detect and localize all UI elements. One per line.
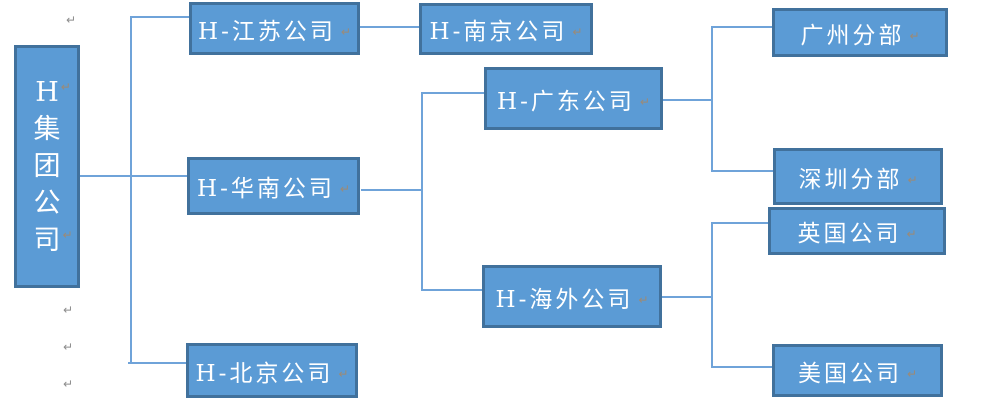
connector-jiangsu-to-nanjing xyxy=(360,26,419,28)
node-label: H-江苏公司 xyxy=(198,18,336,45)
node-label: H-南京公司 xyxy=(429,19,568,45)
connector-group-to-huanan xyxy=(80,175,187,177)
connector-bracket-to-shenzhen xyxy=(711,170,773,172)
node-uk-company[interactable]: 英国公司 ↵ xyxy=(768,207,946,255)
paragraph-mark-icon: ↵ xyxy=(66,13,77,27)
paragraph-mark-icon: ↵ xyxy=(638,292,649,307)
paragraph-mark-icon: ↵ xyxy=(907,172,918,187)
paragraph-mark-icon: ↵ xyxy=(906,366,918,381)
node-h-guangdong-company[interactable]: H-广东公司 ↵ xyxy=(484,67,663,130)
connector-haiwai-to-bracket xyxy=(662,296,712,298)
node-shenzhen-branch[interactable]: 深圳分部 ↵ xyxy=(773,148,943,205)
group-char-text: H xyxy=(35,77,59,108)
group-char: 公 xyxy=(34,185,61,222)
node-guangzhou-branch[interactable]: 广州分部 ↵ xyxy=(772,8,948,57)
paragraph-mark-icon: ↵ xyxy=(63,303,74,317)
connector-bracket-to-guangzhou xyxy=(711,26,772,28)
node-h-huanan-company[interactable]: H-华南公司 ↵ xyxy=(187,157,360,215)
bracket-haiwai-vertical xyxy=(711,222,713,368)
paragraph-mark-icon: ↵ xyxy=(63,377,74,391)
paragraph-mark-icon: ↵ xyxy=(338,366,349,381)
paragraph-mark-icon: ↵ xyxy=(62,228,73,242)
group-char-text: 公 xyxy=(33,188,61,219)
connector-trunk-to-jiangsu xyxy=(130,16,190,18)
group-char: H↵ xyxy=(35,74,71,111)
group-char-text: 集 xyxy=(33,114,61,145)
connector-bracket-to-guangdong xyxy=(421,92,484,94)
node-label: H-广东公司 xyxy=(497,88,635,115)
connector-bracket-to-haiwai xyxy=(421,289,482,291)
group-char-text: 团 xyxy=(33,151,61,182)
group-char: 司↵ xyxy=(33,222,73,259)
paragraph-mark-icon: ↵ xyxy=(60,80,71,94)
node-label: H-北京公司 xyxy=(195,360,334,387)
connector-guangdong-to-bracket xyxy=(663,99,712,101)
bracket-huanan-vertical xyxy=(421,92,423,290)
node-h-nanjing-company[interactable]: H-南京公司 ↵ xyxy=(419,3,593,55)
paragraph-mark-icon: ↵ xyxy=(63,340,74,354)
paragraph-mark-icon: ↵ xyxy=(906,227,917,241)
node-label: 美国公司 xyxy=(797,360,902,387)
group-char: 集 xyxy=(34,111,61,148)
node-us-company[interactable]: 美国公司 ↵ xyxy=(772,344,943,397)
node-label: H-华南公司 xyxy=(197,176,335,202)
node-h-group-company[interactable]: H↵ 集 团 公 司↵ xyxy=(14,45,80,288)
connector-huanan-to-bracket xyxy=(361,189,422,191)
connector-bracket-to-yingguo xyxy=(711,222,768,224)
node-label: H-海外公司 xyxy=(495,286,634,313)
paragraph-mark-icon: ↵ xyxy=(339,182,350,196)
bracket-guangdong-vertical xyxy=(711,26,713,172)
node-h-overseas-company[interactable]: H-海外公司 ↵ xyxy=(482,265,662,328)
connector-trunk-to-beijing xyxy=(128,362,186,364)
group-char-text: 司 xyxy=(33,225,61,256)
node-label: 广州分部 xyxy=(800,22,905,49)
node-label: 深圳分部 xyxy=(798,166,903,193)
paragraph-mark-icon: ↵ xyxy=(572,25,583,39)
connector-bracket-to-meiguo xyxy=(711,366,772,368)
node-label: 英国公司 xyxy=(797,221,902,247)
group-char: 团 xyxy=(34,148,61,185)
connector-trunk-vertical xyxy=(130,16,132,363)
paragraph-mark-icon: ↵ xyxy=(639,94,650,109)
paragraph-mark-icon: ↵ xyxy=(340,24,351,39)
node-h-jiangsu-company[interactable]: H-江苏公司 ↵ xyxy=(189,2,360,55)
paragraph-mark-icon: ↵ xyxy=(909,28,920,43)
node-h-beijing-company[interactable]: H-北京公司 ↵ xyxy=(186,343,358,398)
